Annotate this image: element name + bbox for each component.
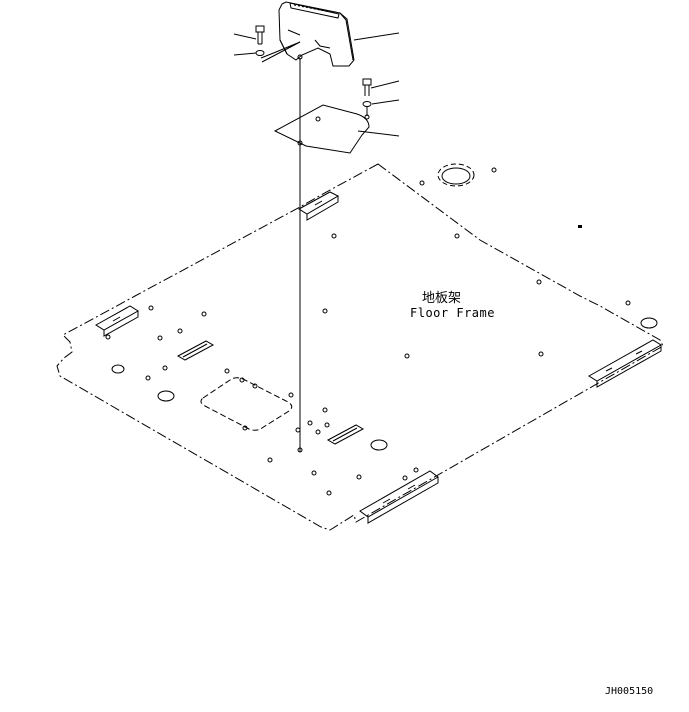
inspection-opening <box>200 377 293 431</box>
leader-housing <box>353 32 400 41</box>
bolt-upper-left <box>255 25 265 45</box>
leader-bolt-upper-left <box>233 33 257 40</box>
floor-frame-outline <box>56 163 664 531</box>
frame-large-hole-3 <box>370 439 388 451</box>
rail-bracket-right <box>588 339 662 388</box>
frame-slot-2 <box>326 424 365 445</box>
washer-upper-left <box>255 50 265 56</box>
frame-slot-1 <box>176 340 215 361</box>
rail-bracket-left <box>95 305 139 337</box>
washer-right <box>362 101 372 107</box>
floor-frame <box>56 163 664 531</box>
leader-washer-upper-left <box>233 52 257 56</box>
frame-large-hole-2 <box>111 364 125 374</box>
leader-mounting-plate <box>357 130 400 137</box>
monitor-housing <box>278 1 355 67</box>
floor-frame-label-en: Floor Frame <box>410 306 495 320</box>
rail-bracket-bottom <box>359 470 439 524</box>
frame-large-hole-4 <box>640 317 658 329</box>
bolt-right <box>362 78 372 96</box>
frame-large-hole-top <box>437 163 475 187</box>
mounting-plate <box>273 104 370 154</box>
assembly-target-hole <box>297 447 303 453</box>
frame-marker <box>578 225 582 228</box>
leader-bolt-right <box>370 80 400 89</box>
bolt-upper-left-guide <box>260 41 301 63</box>
frame-small-holes <box>105 167 631 496</box>
rail-bracket-top <box>298 191 340 221</box>
frame-large-hole-1 <box>157 390 175 402</box>
drawing-id: JH005150 <box>605 686 653 697</box>
floor-frame-label-cn: 地板架 <box>422 291 461 306</box>
leader-washer-right <box>371 99 400 105</box>
